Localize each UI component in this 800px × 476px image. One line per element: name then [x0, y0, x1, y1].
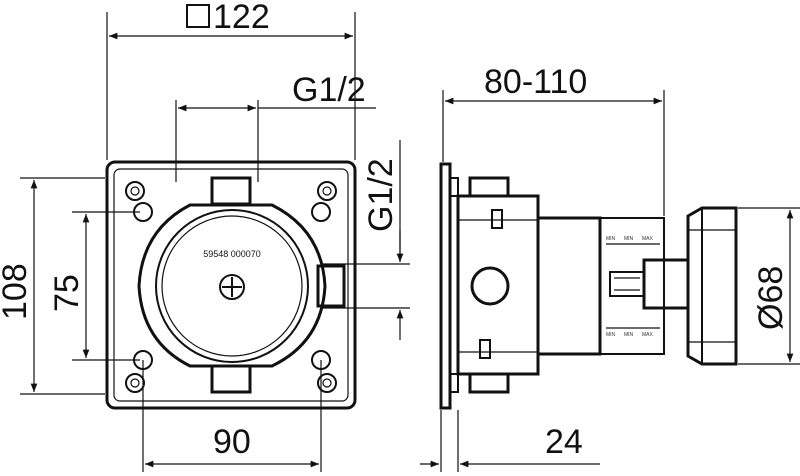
side-body [456, 194, 540, 376]
part-number-label: 59548 000070 [203, 249, 261, 259]
dim-thread-side: G1/2 [362, 158, 400, 232]
extension-sleeve [536, 216, 602, 356]
svg-text:MIN: MIN [624, 236, 634, 242]
screw-hole-bottom-left [125, 373, 145, 393]
dim-diameter: Ø68 [752, 266, 790, 330]
end-cap [686, 206, 738, 366]
side-view: MIN MIN MAX MIN MIN MAX [439, 162, 738, 410]
svg-text:MAX: MAX [642, 332, 654, 338]
screw-hole-bottom-right [317, 373, 337, 393]
right-connector [316, 264, 346, 308]
svg-text:MIN: MIN [624, 332, 634, 338]
round-housing [137, 203, 327, 368]
dim-square-size: 122 [213, 0, 270, 36]
svg-text:MIN: MIN [606, 236, 616, 242]
dim-height-inner: 75 [48, 274, 86, 312]
svg-text:MAX: MAX [642, 236, 654, 242]
bottom-connector [210, 364, 252, 394]
square-symbol-icon [186, 4, 210, 28]
dim-width-inner: 90 [213, 423, 251, 461]
side-port [470, 266, 510, 306]
top-connector [210, 176, 252, 206]
center-screw-icon [219, 274, 245, 300]
side-plate [439, 162, 452, 410]
screw-hole-top-left [125, 181, 145, 201]
dim-depth-range: 80-110 [484, 63, 587, 101]
front-dimensions: 122 G1/2 G1/2 108 75 90 [0, 0, 410, 472]
dim-thread-top: G1/2 [292, 71, 366, 109]
front-view: 59548 000070 [105, 160, 357, 410]
marking-text: MIN MIN MAX MIN MIN MAX [606, 236, 660, 338]
dim-plate-offset: 24 [545, 423, 583, 461]
side-dimensions: 80-110 Ø68 24 [420, 63, 800, 472]
mount-hole-tr [311, 202, 331, 222]
dim-height-outer: 108 [0, 263, 34, 320]
mounting-plate [105, 160, 357, 410]
screw-hole-top-right [317, 181, 337, 201]
svg-text:MIN: MIN [606, 332, 616, 338]
